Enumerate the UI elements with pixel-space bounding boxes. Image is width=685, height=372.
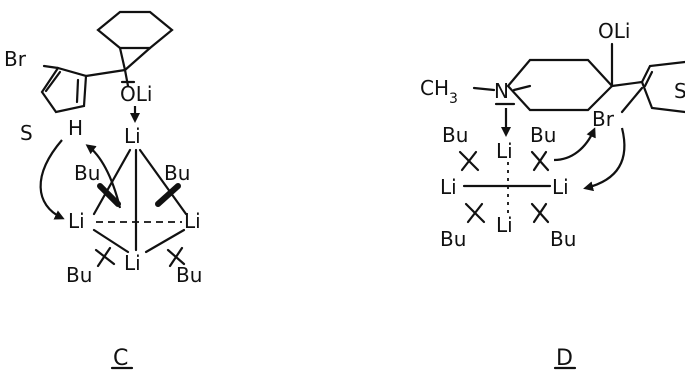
piperidine-ring bbox=[506, 58, 614, 112]
butyl-label-c-1: Bu bbox=[74, 161, 100, 185]
sulfur-label-d: S bbox=[674, 79, 685, 103]
butyl-bond-d-3b bbox=[466, 202, 484, 224]
ring-to-spiro-carbon-2 bbox=[123, 46, 152, 72]
butyl-bond-c-4b bbox=[168, 246, 184, 268]
caption-c: C bbox=[113, 346, 128, 371]
curved-arrow-h-to-li-c bbox=[39, 139, 65, 220]
lithium-top-d: Li bbox=[496, 139, 513, 163]
thiophene-double-bond-2 bbox=[75, 78, 80, 104]
panel-d: OLi CH3 N S Br Li Li Li Li Bu Bu Bu bbox=[420, 19, 685, 371]
butyl-label-c-4: Bu bbox=[176, 263, 202, 287]
curved-arrow-bu-to-br-d bbox=[553, 127, 596, 162]
thiophene-double-bond-d bbox=[643, 70, 654, 88]
oxygen-lithium-label-d: OLi bbox=[598, 19, 630, 43]
ring-to-spiro-carbon bbox=[118, 46, 127, 72]
lithium-top-c: Li bbox=[124, 124, 141, 148]
butyl-bond-d-4b bbox=[532, 202, 548, 224]
n-to-ring-bond bbox=[512, 84, 532, 92]
lithium-bottom-d: Li bbox=[496, 213, 513, 237]
butyl-label-d-1: Bu bbox=[442, 123, 468, 147]
lithium-right-c: Li bbox=[184, 209, 201, 233]
carbon-oxygen-bond bbox=[123, 68, 130, 88]
methyl-to-n-bond bbox=[472, 86, 496, 92]
bromine-label-d: Br bbox=[592, 107, 615, 131]
butyl-wedge-c-2 bbox=[155, 183, 181, 207]
caption-d: D bbox=[556, 346, 573, 371]
cyclohexane-ring bbox=[96, 10, 174, 50]
li-top-to-right-bond bbox=[138, 148, 188, 216]
thiophene-to-bromine-bond bbox=[620, 86, 644, 114]
butyl-label-c-3: Bu bbox=[66, 263, 92, 287]
hydrogen-label-c: H bbox=[68, 116, 83, 140]
curved-arrow-br-to-li-d bbox=[583, 127, 626, 192]
ring-to-thiophene-bond bbox=[610, 80, 644, 88]
butyl-label-d-4: Bu bbox=[550, 227, 576, 251]
butyl-bond-c-3b bbox=[96, 246, 112, 268]
thiophene-double-bond bbox=[44, 70, 62, 93]
bromine-label-c: Br bbox=[4, 47, 27, 71]
oxygen-lithium-label-c: OLi bbox=[120, 82, 152, 106]
lithium-bottom-c: Li bbox=[124, 251, 141, 275]
carbon-bromine-bond bbox=[42, 64, 60, 70]
curved-arrow-bu-to-h-c bbox=[85, 144, 122, 209]
butyl-label-c-2: Bu bbox=[164, 161, 190, 185]
li-left-to-bottom-bond bbox=[92, 228, 130, 254]
lithium-right-d: Li bbox=[552, 175, 569, 199]
nitrogen-label-d: N bbox=[494, 79, 509, 103]
butyl-label-d-2: Bu bbox=[530, 123, 556, 147]
thiophene-ring-d bbox=[640, 60, 685, 114]
butyl-bond-d-1b bbox=[460, 150, 478, 172]
butyl-bond-d-2b bbox=[532, 150, 548, 172]
methyl-label-d: CH3 bbox=[420, 76, 458, 107]
sulfur-label-c: S bbox=[20, 121, 33, 145]
thiophene-ring-c bbox=[40, 66, 88, 114]
thiophene-to-carbon bbox=[84, 68, 127, 78]
lithium-left-c: Li bbox=[68, 209, 85, 233]
lithium-left-d: Li bbox=[440, 175, 457, 199]
butyl-wedge-c-1 bbox=[97, 183, 121, 207]
li-right-to-bottom-bond bbox=[144, 228, 186, 254]
butyl-label-d-3: Bu bbox=[440, 227, 466, 251]
panel-c: Br S H OLi Li Li Li Li Bu Bu Bu Bu C bbox=[4, 10, 202, 371]
